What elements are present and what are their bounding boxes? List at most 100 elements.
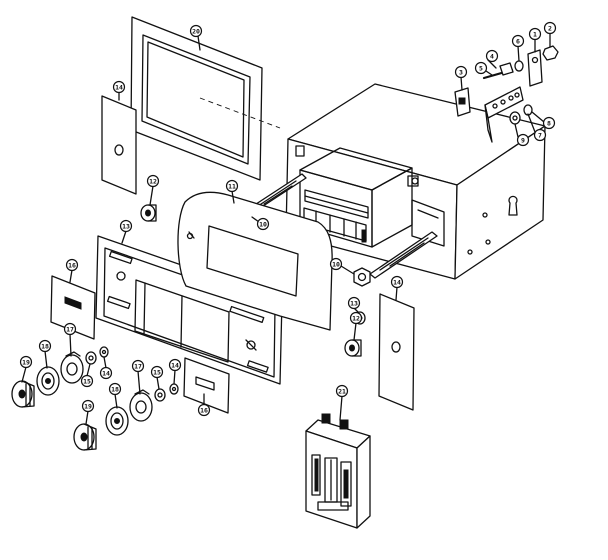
callout-14: 14 bbox=[168, 358, 182, 372]
side-plate-right bbox=[378, 293, 415, 411]
callout-14: 14 bbox=[390, 275, 404, 289]
callout-number: 20 bbox=[192, 28, 200, 36]
callout-circle bbox=[119, 219, 133, 233]
callout-number: 2 bbox=[548, 25, 552, 33]
callout-number: 13 bbox=[122, 223, 130, 231]
callout-number: 5 bbox=[479, 65, 483, 73]
display-lens-panel bbox=[177, 191, 333, 331]
callout-number: 1 bbox=[533, 31, 537, 39]
callout-number: 13 bbox=[350, 300, 358, 308]
callout-19: 19 bbox=[81, 399, 95, 413]
callout-circle bbox=[63, 322, 77, 336]
callout-19: 19 bbox=[19, 355, 33, 369]
callout-number: 12 bbox=[149, 178, 157, 186]
callout-number: 17 bbox=[66, 326, 74, 334]
callout-15: 15 bbox=[80, 374, 94, 388]
callout-2: 2 bbox=[543, 21, 557, 35]
callout-circle bbox=[112, 80, 126, 94]
callout-circle bbox=[516, 133, 530, 147]
callout-18: 18 bbox=[38, 339, 52, 353]
callout-20: 20 bbox=[189, 24, 203, 38]
callout-9: 9 bbox=[516, 133, 530, 147]
callout-number: 14 bbox=[102, 370, 110, 378]
callout-12: 12 bbox=[349, 311, 363, 325]
callout-number: 15 bbox=[153, 369, 161, 377]
control-shafts bbox=[249, 173, 438, 279]
callout-5: 5 bbox=[474, 61, 488, 75]
callout-circle bbox=[38, 339, 52, 353]
callout-circle bbox=[533, 128, 547, 142]
callout-number: 18 bbox=[41, 343, 49, 351]
callout-8: 8 bbox=[542, 116, 556, 130]
callout-17: 17 bbox=[131, 359, 145, 373]
callout-number: 4 bbox=[490, 53, 494, 61]
callout-circle bbox=[349, 311, 363, 325]
callout-circle bbox=[329, 257, 343, 271]
callout-number: 19 bbox=[22, 359, 30, 367]
tape-cartridge bbox=[305, 413, 371, 529]
callout-4: 4 bbox=[485, 49, 499, 63]
callout-number: 14 bbox=[171, 362, 179, 370]
callout-circle bbox=[81, 399, 95, 413]
callout-number: 6 bbox=[516, 38, 520, 46]
side-plate-left bbox=[101, 95, 137, 195]
callout-number: 19 bbox=[84, 403, 92, 411]
callout-18: 18 bbox=[108, 382, 122, 396]
callout-circle bbox=[454, 65, 468, 79]
callout-16: 16 bbox=[197, 403, 211, 417]
callout-circle bbox=[150, 365, 164, 379]
callout-circle bbox=[131, 359, 145, 373]
callout-circle bbox=[168, 358, 182, 372]
bushing-lower bbox=[344, 339, 362, 357]
callout-circle bbox=[225, 179, 239, 193]
callout-number: 14 bbox=[115, 84, 123, 92]
callout-circle bbox=[528, 27, 542, 41]
callout-1: 1 bbox=[528, 27, 542, 41]
callout-number: 18 bbox=[111, 386, 119, 394]
callout-circle bbox=[390, 275, 404, 289]
callout-number: 10 bbox=[259, 221, 267, 229]
gasket-frame-part bbox=[130, 16, 281, 181]
callout-number: 21 bbox=[338, 388, 346, 396]
knob-bracket-left bbox=[50, 275, 96, 340]
callout-15: 15 bbox=[150, 365, 164, 379]
callout-13: 13 bbox=[119, 219, 133, 233]
callout-circle bbox=[65, 258, 79, 272]
callout-circle bbox=[485, 49, 499, 63]
callout-number: 15 bbox=[83, 378, 91, 386]
callout-17: 17 bbox=[63, 322, 77, 336]
callout-13: 13 bbox=[347, 296, 361, 310]
callout-number: 3 bbox=[459, 69, 463, 77]
callout-21: 21 bbox=[335, 384, 349, 398]
callout-circle bbox=[146, 174, 160, 188]
callout-11: 11 bbox=[225, 179, 239, 193]
callout-circle bbox=[99, 366, 113, 380]
callout-circle bbox=[197, 403, 211, 417]
knob-bracket-right bbox=[183, 357, 230, 414]
callout-circle bbox=[256, 217, 270, 231]
callout-circle bbox=[80, 374, 94, 388]
callout-number: 14 bbox=[393, 279, 401, 287]
callout-7: 7 bbox=[533, 128, 547, 142]
callout-number: 9 bbox=[521, 137, 525, 145]
leader-lines bbox=[21, 32, 551, 425]
callout-16: 16 bbox=[65, 258, 79, 272]
callout-number: 12 bbox=[352, 315, 360, 323]
callout-10: 10 bbox=[329, 257, 343, 271]
callout-circle bbox=[542, 116, 556, 130]
callout-circle bbox=[347, 296, 361, 310]
callout-circle bbox=[189, 24, 203, 38]
callout-number: 17 bbox=[134, 363, 142, 371]
callout-circle bbox=[19, 355, 33, 369]
callout-number: 10 bbox=[332, 261, 340, 269]
callout-6: 6 bbox=[511, 34, 525, 48]
callout-3: 3 bbox=[454, 65, 468, 79]
knob-assembly-upper bbox=[11, 346, 109, 408]
callout-circle bbox=[108, 382, 122, 396]
callout-number: 16 bbox=[200, 407, 208, 415]
callout-14: 14 bbox=[112, 80, 126, 94]
callout-number: 11 bbox=[228, 183, 236, 191]
